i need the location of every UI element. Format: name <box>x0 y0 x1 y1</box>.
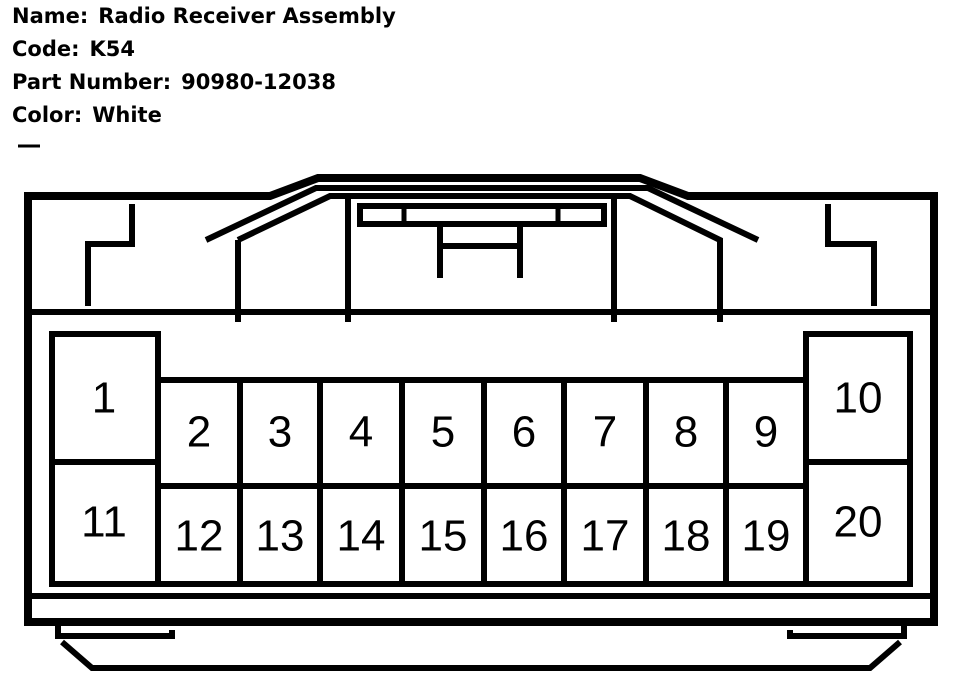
pin-label-6: 6 <box>512 408 536 457</box>
pin-label-14: 14 <box>337 512 386 561</box>
name-label: Name: <box>12 4 89 28</box>
bottom-feet <box>55 622 907 639</box>
latch-bar <box>357 203 607 227</box>
pin-label-8: 8 <box>674 408 698 457</box>
pin-label-17: 17 <box>581 512 630 561</box>
code-row: Code: K54 <box>12 33 396 66</box>
pin-label-9: 9 <box>754 408 778 457</box>
name-row: Name: Radio Receiver Assembly <box>12 0 396 33</box>
pin-label-1: 1 <box>92 374 116 423</box>
latch-tab <box>437 224 523 278</box>
part-number-row: Part Number: 90980-12038 <box>12 66 396 99</box>
pin-label-20: 20 <box>834 498 883 547</box>
pin-label-19: 19 <box>742 512 791 561</box>
color-value: White <box>92 103 162 127</box>
pin-label-16: 16 <box>500 512 549 561</box>
pin-label-18: 18 <box>662 512 711 561</box>
pin-label-5: 5 <box>431 408 455 457</box>
name-value: Radio Receiver Assembly <box>98 4 396 28</box>
latch-roof <box>204 185 760 243</box>
connector-info: Name: Radio Receiver Assembly Code: K54 Pa… <box>12 0 396 132</box>
left-notch <box>85 204 135 306</box>
pin-label-15: 15 <box>419 512 468 561</box>
latch-body <box>235 193 723 322</box>
pin-label-13: 13 <box>256 512 305 561</box>
pin-label-2: 2 <box>187 408 211 457</box>
pin-label-3: 3 <box>268 408 292 457</box>
latch-bar-dividers <box>401 206 561 224</box>
connector-housing <box>24 174 938 626</box>
part-number-value: 90980-12038 <box>181 70 336 94</box>
color-label: Color: <box>12 103 83 127</box>
pin-label-12: 12 <box>175 512 224 561</box>
latch-guides <box>345 196 617 322</box>
pin-label-11: 11 <box>81 498 127 547</box>
pin-label-10: 10 <box>834 374 883 423</box>
color-row: Color: White <box>12 99 396 132</box>
pin-label-7: 7 <box>593 408 617 457</box>
pin-grid <box>49 331 913 587</box>
right-notch <box>825 204 877 306</box>
part-number-label: Part Number: <box>12 70 172 94</box>
code-label: Code: <box>12 37 80 61</box>
pin-cell-20 <box>803 459 913 587</box>
bottom-skirt <box>60 639 902 671</box>
pin-label-4: 4 <box>349 408 373 457</box>
code-value: K54 <box>89 37 136 61</box>
